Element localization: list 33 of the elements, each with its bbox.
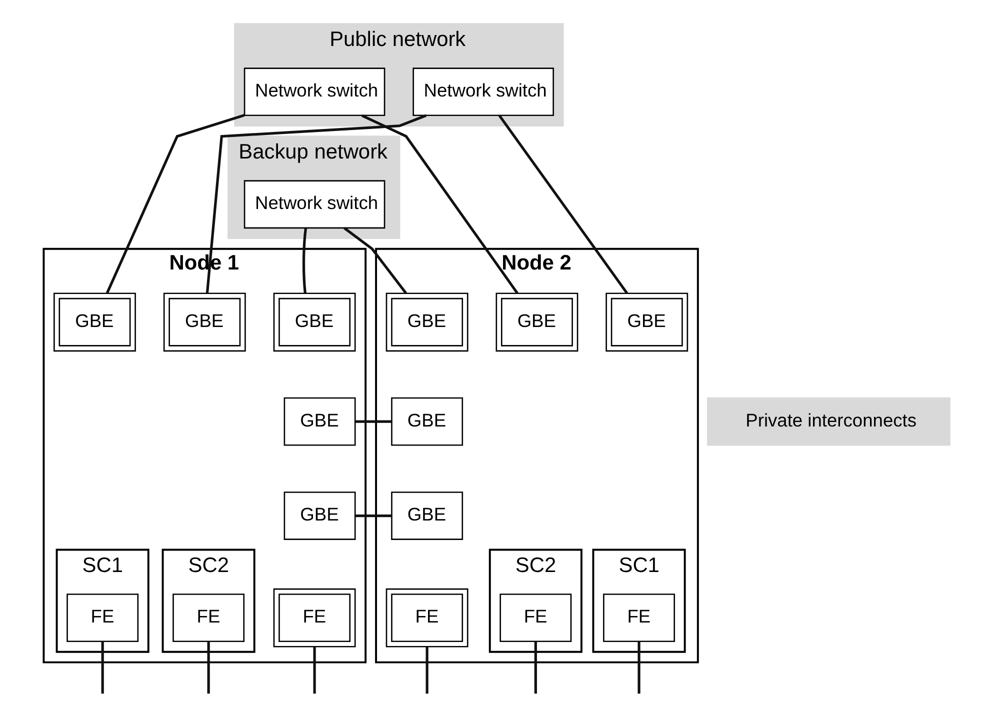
node-box: GBE [386, 292, 468, 352]
node-box: FE [386, 588, 468, 648]
connector [101, 642, 104, 694]
node-box: GBE [606, 292, 688, 352]
node-box: GBE [273, 292, 356, 352]
node-box: FE [273, 588, 356, 648]
connector [361, 114, 518, 294]
node-box: GBE [391, 492, 464, 540]
node-box: Network switch [244, 180, 386, 229]
node-box: GBE [391, 397, 464, 446]
connector [534, 642, 537, 694]
node-box: FE [66, 594, 139, 642]
node-box: GBE [284, 397, 356, 446]
connector [106, 114, 245, 294]
node-box: GBE [496, 292, 578, 352]
connector [313, 646, 316, 694]
connector [344, 226, 407, 294]
connector [638, 642, 640, 694]
connector [206, 114, 427, 294]
node-box: FE [172, 594, 245, 642]
connector [354, 514, 393, 518]
node-box: Network switch [412, 68, 554, 116]
node-box: GBE [54, 292, 136, 352]
node-box: Network switch [244, 68, 386, 116]
node-box: FE [500, 594, 572, 642]
node-box: Private interconnects [707, 397, 950, 446]
connector [354, 420, 393, 423]
connector [498, 114, 628, 294]
node-box: FE [603, 594, 675, 642]
connector [207, 642, 210, 694]
node-box: GBE [163, 292, 246, 352]
node-box: GBE [284, 492, 356, 540]
connector [426, 646, 428, 694]
